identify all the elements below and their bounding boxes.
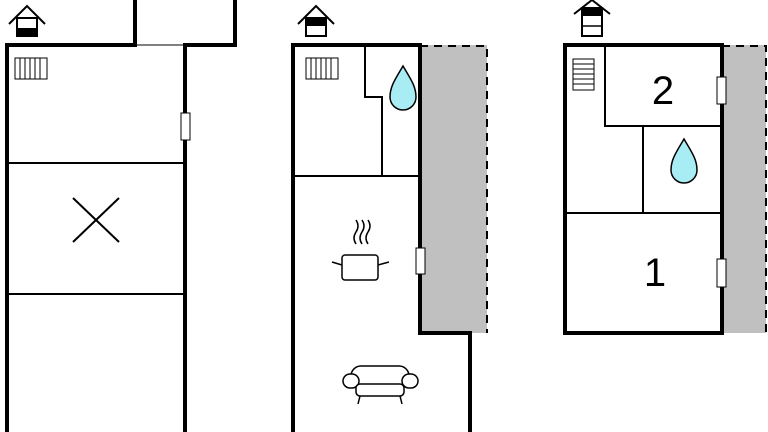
bathroom-drop-icon	[670, 137, 698, 184]
house-level-icon	[8, 4, 46, 37]
radiator-icon	[305, 57, 339, 80]
window-icon	[716, 258, 727, 288]
stairs-icon	[572, 58, 595, 91]
window-icon	[180, 112, 191, 141]
radiator-icon	[14, 57, 48, 80]
room-label-1: 1	[644, 251, 666, 295]
floor-plan-1	[5, 0, 237, 432]
floor-plan-2	[291, 4, 488, 432]
terrace-area	[420, 45, 488, 333]
floor-plan-3: 2 1	[563, 0, 767, 335]
house-level-icon	[573, 0, 611, 37]
bathroom-drop-icon	[389, 64, 417, 111]
terrace-area	[722, 45, 767, 333]
kitchen-pot-icon	[331, 219, 390, 281]
room-label-2: 2	[652, 69, 674, 113]
house-level-icon	[297, 4, 335, 37]
void-cross-icon	[72, 197, 120, 243]
sofa-icon	[342, 365, 419, 405]
window-icon	[716, 76, 727, 105]
window-icon	[415, 247, 426, 275]
